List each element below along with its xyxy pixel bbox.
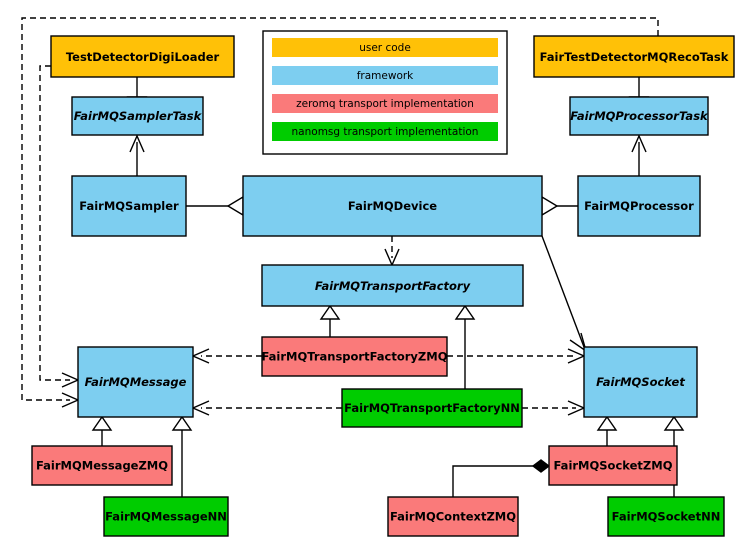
node-FairMQMessage[interactable]: FairMQMessage: [77, 346, 194, 418]
edge-transportfactoryzmq-inherits-transportfactory: [319, 304, 341, 337]
edge-processor-inherits-device: [541, 195, 578, 217]
node-label-FairMQMessageZMQ: FairMQMessageZMQ: [36, 459, 168, 473]
node-label-FairMQTransportFactoryZMQ: FairMQTransportFactoryZMQ: [261, 350, 447, 364]
edge-transportfactorynn-creates-message: [191, 400, 342, 416]
edge-transportfactoryzmq-creates-message: [191, 348, 262, 364]
node-label-TestDetectorDigiLoader: TestDetectorDigiLoader: [66, 50, 220, 64]
legend-swatch-user-code: [272, 38, 498, 57]
legend-swatch-framework: [272, 66, 498, 85]
node-FairMQContextZMQ[interactable]: FairMQContextZMQ: [387, 496, 519, 537]
node-FairMQTransportFactoryNN[interactable]: FairMQTransportFactoryNN: [341, 388, 523, 428]
node-box-FairMQSocketNN[interactable]: [607, 496, 725, 537]
legend-label-zeromq: zeromq transport implementation: [296, 98, 474, 110]
node-label-FairMQTransportFactoryNN: FairMQTransportFactoryNN: [344, 401, 520, 415]
node-box-FairTestDetectorMQRecoTask[interactable]: [533, 35, 735, 78]
legend-item-nanomsg: nanomsg transport implementation: [272, 122, 498, 141]
node-FairMQMessageZMQ[interactable]: FairMQMessageZMQ: [31, 445, 173, 486]
edge-socketzmq-inherits-socket: [596, 415, 618, 446]
node-FairMQMessageNN[interactable]: FairMQMessageNN: [103, 496, 229, 537]
edge-device-depends-transportfactory: [384, 236, 400, 267]
node-FairMQSamplerTask[interactable]: FairMQSamplerTask: [71, 96, 204, 136]
node-label-FairMQDevice: FairMQDevice: [348, 199, 437, 213]
node-label-FairMQTransportFactory: FairMQTransportFactory: [315, 279, 471, 293]
node-box-FairMQTransportFactoryNN[interactable]: [341, 388, 523, 428]
node-FairMQProcessorTask[interactable]: FairMQProcessorTask: [569, 96, 709, 136]
node-FairMQSocket[interactable]: FairMQSocket: [583, 346, 698, 418]
node-box-FairMQSocketZMQ[interactable]: [548, 445, 678, 486]
legend-label-user-code: user code: [359, 42, 411, 54]
node-FairMQProcessor[interactable]: FairMQProcessor: [577, 175, 701, 237]
node-label-FairMQSocket: FairMQSocket: [596, 375, 685, 389]
edge-messagezmq-inherits-message: [91, 415, 113, 446]
node-box-FairMQMessageNN[interactable]: [103, 496, 229, 537]
node-FairMQSampler[interactable]: FairMQSampler: [71, 175, 187, 237]
legend-label-nanomsg: nanomsg transport implementation: [292, 126, 479, 138]
edge-socketzmq-composes-contextzmq: [452, 459, 551, 497]
legend-item-zeromq: zeromq transport implementation: [272, 94, 498, 113]
node-box-FairMQMessageZMQ[interactable]: [31, 445, 173, 486]
edge-messagenn-inherits-message: [171, 415, 193, 497]
edge-device-uses-socket: [541, 235, 588, 353]
node-box-FairMQSampler[interactable]: [71, 175, 187, 237]
edge-transportfactorynn-inherits-transportfactory: [454, 304, 476, 389]
node-box-FairMQTransportFactory[interactable]: [261, 264, 524, 307]
node-box-FairMQSocket[interactable]: [583, 346, 698, 418]
node-box-FairMQSamplerTask[interactable]: [71, 96, 204, 136]
node-label-FairMQProcessor: FairMQProcessor: [584, 199, 694, 213]
node-box-FairMQProcessor[interactable]: [577, 175, 701, 237]
legend-panel: user code framework zeromq transport imp…: [262, 30, 508, 155]
node-FairMQTransportFactoryZMQ[interactable]: FairMQTransportFactoryZMQ: [261, 336, 448, 377]
edge-processor-uses-processortask: [631, 134, 647, 176]
node-FairTestDetectorMQRecoTask[interactable]: FairTestDetectorMQRecoTask: [533, 35, 735, 78]
legend-item-framework: framework: [272, 66, 498, 85]
legend-item-user-code: user code: [272, 38, 498, 57]
edge-sampler-inherits-device: [186, 195, 244, 217]
node-label-FairMQProcessorTask: FairMQProcessorTask: [570, 109, 709, 123]
edge-transportfactorynn-creates-socket: [522, 400, 586, 416]
node-FairMQTransportFactory[interactable]: FairMQTransportFactory: [261, 264, 524, 307]
node-box-TestDetectorDigiLoader[interactable]: [50, 35, 235, 78]
node-box-FairMQDevice[interactable]: [242, 175, 543, 237]
node-box-FairMQTransportFactoryZMQ[interactable]: [261, 336, 448, 377]
node-FairMQSocketNN[interactable]: FairMQSocketNN: [607, 496, 725, 537]
edge-sampler-uses-samplertask: [129, 134, 145, 176]
legend-label-framework: framework: [357, 70, 414, 82]
node-label-FairMQMessage: FairMQMessage: [85, 375, 187, 389]
node-box-FairMQMessage[interactable]: [77, 346, 194, 418]
node-box-FairMQProcessorTask[interactable]: [569, 96, 709, 136]
legend-swatch-nanomsg: [272, 122, 498, 141]
node-label-FairMQMessageNN: FairMQMessageNN: [105, 510, 227, 524]
node-label-FairMQSamplerTask: FairMQSamplerTask: [74, 109, 203, 123]
node-box-FairMQContextZMQ[interactable]: [387, 496, 519, 537]
node-label-FairMQSampler: FairMQSampler: [79, 199, 179, 213]
node-label-FairTestDetectorMQRecoTask: FairTestDetectorMQRecoTask: [540, 50, 729, 64]
node-label-FairMQSocketZMQ: FairMQSocketZMQ: [554, 459, 673, 473]
legend-swatch-zeromq: [272, 94, 498, 113]
node-TestDetectorDigiLoader[interactable]: TestDetectorDigiLoader: [50, 35, 235, 78]
edge-transportfactoryzmq-creates-socket: [447, 348, 586, 364]
node-label-FairMQSocketNN: FairMQSocketNN: [612, 510, 721, 524]
node-label-FairMQContextZMQ: FairMQContextZMQ: [390, 510, 516, 524]
node-layer: TestDetectorDigiLoader FairTestDetectorM…: [31, 35, 735, 537]
node-FairMQSocketZMQ[interactable]: FairMQSocketZMQ: [548, 445, 678, 486]
node-FairMQDevice[interactable]: FairMQDevice: [242, 175, 543, 237]
